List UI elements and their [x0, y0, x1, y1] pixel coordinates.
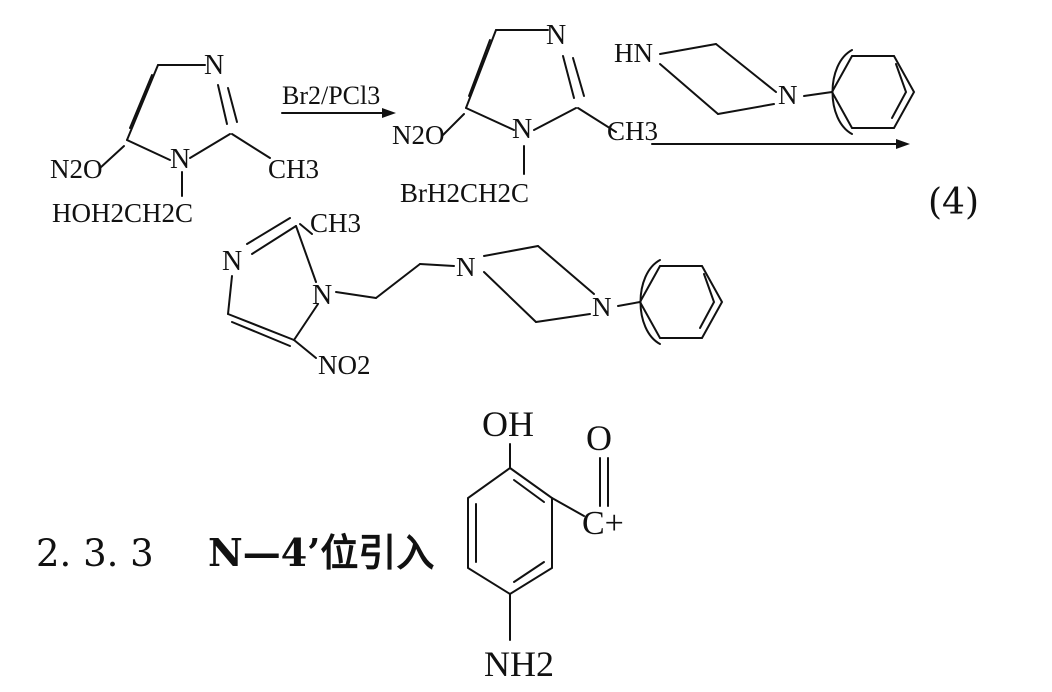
methyl-label: CH3 [310, 208, 361, 238]
ring-nitrogen-left: N [222, 246, 242, 277]
ring-nitrogen-right: N [312, 280, 332, 311]
reaction-arrow-1: Br2/PCl3 [281, 81, 396, 118]
piperazine-n-label: N [778, 80, 798, 110]
piperazine-nh-label: HN [614, 38, 653, 68]
ring-nitrogen-bottom: N [512, 114, 532, 145]
hydroxyethyl-label: HOH2CH2C [52, 198, 193, 228]
carbon-cation-label: C+ [582, 505, 624, 542]
nitro-group-label: N2O [50, 154, 103, 184]
imidazole-ring-bonds [441, 29, 617, 175]
hydroxyl-label: OH [482, 404, 534, 444]
reagent-label: Br2/PCl3 [282, 81, 380, 110]
piperazine-ring-bonds [659, 43, 833, 115]
imidazole-ring-bonds [99, 64, 271, 197]
equation-number: (4) [928, 182, 979, 223]
piperazine-n4-label: N [592, 292, 612, 322]
section-heading: 2. 3. 3 N—4’位引入 [36, 530, 434, 575]
phenyl-ring [830, 49, 916, 135]
phenylpiperazine-reagent: HN N [614, 38, 916, 135]
starting-material: N N N2O CH3 HOH2CH2C [50, 50, 319, 228]
methyl-label: CH3 [268, 154, 319, 184]
carbonyl-oxygen-label: O [586, 418, 612, 458]
ring-nitrogen-top: N [546, 20, 566, 51]
product-molecule: CH3 N N N N NO2 [222, 208, 724, 380]
section-title: N—4’位引入 [208, 530, 434, 575]
nitro-group-label: N2O [392, 120, 445, 150]
amine-label: NH2 [484, 644, 554, 684]
bromo-intermediate: N N N2O CH3 BrH2CH2C [392, 20, 658, 208]
product-bonds [227, 217, 641, 359]
ring-nitrogen-bottom: N [170, 144, 190, 175]
reaction-arrow-2 [651, 139, 910, 149]
benzene-ring [467, 443, 609, 641]
acylium-fragment: OH O C+ NH2 [467, 404, 624, 684]
section-number: 2. 3. 3 [36, 532, 154, 575]
methyl-label: CH3 [607, 116, 658, 146]
nitro-group-label: NO2 [318, 350, 371, 380]
ring-nitrogen-top: N [204, 50, 224, 81]
phenyl-ring [638, 259, 724, 345]
piperazine-n1-label: N [456, 252, 476, 282]
bromoethyl-label: BrH2CH2C [400, 178, 529, 208]
